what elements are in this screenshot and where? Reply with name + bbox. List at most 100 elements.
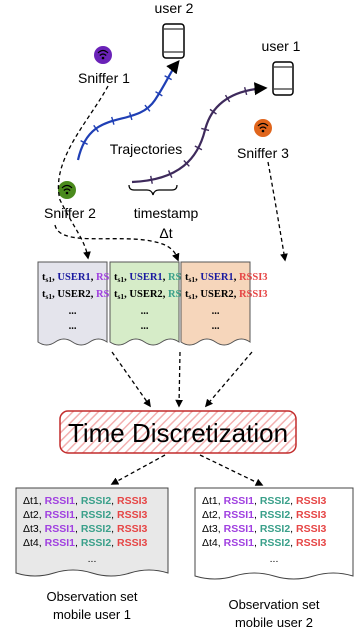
rssi-value: RSSI2 [81, 495, 112, 507]
sniffer-1-label: Sniffer 1 [78, 70, 130, 86]
user-id: USER2 [129, 289, 162, 300]
timestamp-tick [150, 175, 153, 184]
doc-arrows [111, 351, 253, 408]
ellipsis: ... [141, 306, 149, 317]
arrow-sniffer2-to-doc2 [54, 224, 180, 262]
timestamp-subscript: s1 [189, 275, 196, 284]
rssi-value: RSSI1 [224, 509, 255, 521]
rssi-value: RSSI1 [45, 509, 76, 521]
rssi-value: RSSI1 [224, 523, 255, 535]
observation-row: Δt2, RSSI1, RSSI2, RSSI3 [23, 509, 148, 521]
time-discretization-label: Time Discretization [68, 418, 288, 448]
observation-set-subtitle: mobile user 1 [53, 607, 131, 622]
timestamp-tick [80, 140, 88, 146]
rssi-value: RSSI2 [260, 495, 291, 507]
record-row: ts1, USER1, RSSI3 [185, 272, 268, 284]
delta-t-label: Δt3, [23, 523, 45, 535]
user-2-device: user 2 [155, 0, 194, 59]
timestamp-symbol: t [42, 272, 46, 283]
rssi-value: RSSI1 [45, 523, 76, 535]
rssi-value: RSSI2 [81, 537, 112, 549]
rssi-value: RSSI3 [239, 272, 268, 283]
phone-icon [162, 23, 185, 59]
observation-row: Δt3, RSSI1, RSSI2, RSSI3 [23, 523, 148, 535]
rssi-value: RSSI2 [81, 523, 112, 535]
user-id: USER2 [200, 289, 233, 300]
timestamp-tick [128, 112, 133, 121]
rssi-value: RSSI3 [296, 495, 327, 507]
user-id: USER1 [129, 272, 162, 283]
observation-set-subtitle: mobile user 2 [235, 615, 313, 630]
timestamp-symbol: t [185, 272, 189, 283]
timestamp-symbol: t [185, 289, 189, 300]
rssi-value: RSSI1 [45, 537, 76, 549]
timestamp-tick [183, 160, 190, 167]
timestamp-tick [209, 108, 217, 115]
rssi-value: RSSI2 [260, 509, 291, 521]
observation-row: Δt4, RSSI1, RSSI2, RSSI3 [202, 537, 327, 549]
trajectories-label: Trajectories [110, 141, 183, 157]
phone-icon [272, 61, 294, 96]
rssi-value: RSSI2 [260, 537, 291, 549]
observation-set-title: Observation set [228, 597, 319, 612]
rssi-value: RSSI3 [296, 537, 327, 549]
timestamp-symbol: t [114, 272, 118, 283]
ellipsis: ... [212, 321, 220, 332]
timestamp-tick [155, 91, 163, 97]
ellipsis: ... [69, 306, 77, 317]
timestamp-brace [128, 184, 178, 196]
user-1-device: user 1 [262, 38, 301, 96]
sniffer-2: Sniffer 2 [44, 181, 96, 221]
wifi-icon [94, 46, 112, 64]
ellipsis: ... [270, 553, 279, 565]
delta-t-label: Δt4, [202, 537, 224, 549]
sniffer-arrows [54, 85, 288, 262]
rssi-value: RSSI1 [45, 495, 76, 507]
timestamp-tick [243, 86, 248, 96]
delta-t-label: Δt3, [202, 523, 224, 535]
delta-t-label: Δt2, [23, 509, 45, 521]
timestamp-label: timestamp [134, 205, 199, 221]
timestamp-tick [111, 116, 115, 125]
timestamp-tick [164, 75, 172, 81]
timestamp-subscript: s1 [46, 275, 53, 284]
timestamp-subscript: s1 [118, 292, 125, 301]
td-arrows [110, 454, 264, 486]
arrow-td-to-obs2 [199, 454, 264, 486]
observation-set-title: Observation set [46, 589, 137, 604]
rssi-value: RSSI2 [81, 509, 112, 521]
timestamp-symbol: t [114, 289, 118, 300]
timestamp-subscript: s1 [189, 292, 196, 301]
arrow-sniffer3-to-doc3 [267, 161, 288, 262]
trajectory-user-1 [131, 82, 268, 184]
delta-t-label: Δt1, [202, 495, 224, 507]
trajectory-user-2 [76, 59, 180, 161]
rssi-value: RSSI3 [296, 523, 327, 535]
ellipsis: ... [212, 306, 220, 317]
ellipsis: ... [88, 553, 97, 565]
sniffer-2-label: Sniffer 2 [44, 205, 96, 221]
rssi-value: RSSI3 [296, 509, 327, 521]
sniffer-1: Sniffer 1 [78, 46, 130, 86]
user-2-label: user 2 [155, 0, 194, 16]
delta-t-label: Δt2, [202, 509, 224, 521]
rssi-value: RSSI3 [117, 495, 148, 507]
arrow-sniffer1-to-doc1 [57, 85, 109, 260]
observation-row: Δt1, RSSI1, RSSI2, RSSI3 [202, 495, 327, 507]
rssi-value: RSSI1 [224, 537, 255, 549]
arrow-doc2-to-td [175, 351, 184, 408]
delta-t-label: Δt1, [23, 495, 45, 507]
wifi-icon [254, 119, 272, 137]
user-id: USER1 [57, 272, 90, 283]
user-1-label: user 1 [262, 38, 301, 54]
timestamp-subscript: s1 [46, 292, 53, 301]
sniffer-documents: ts1, USER1, RSSI1ts1, USER2, RSSI1......… [37, 261, 268, 346]
timestamp-tick [224, 94, 231, 103]
delta-t-label: Δt4, [23, 537, 45, 549]
timestamp-tick [194, 145, 203, 151]
observation-row: Δt3, RSSI1, RSSI2, RSSI3 [202, 523, 327, 535]
